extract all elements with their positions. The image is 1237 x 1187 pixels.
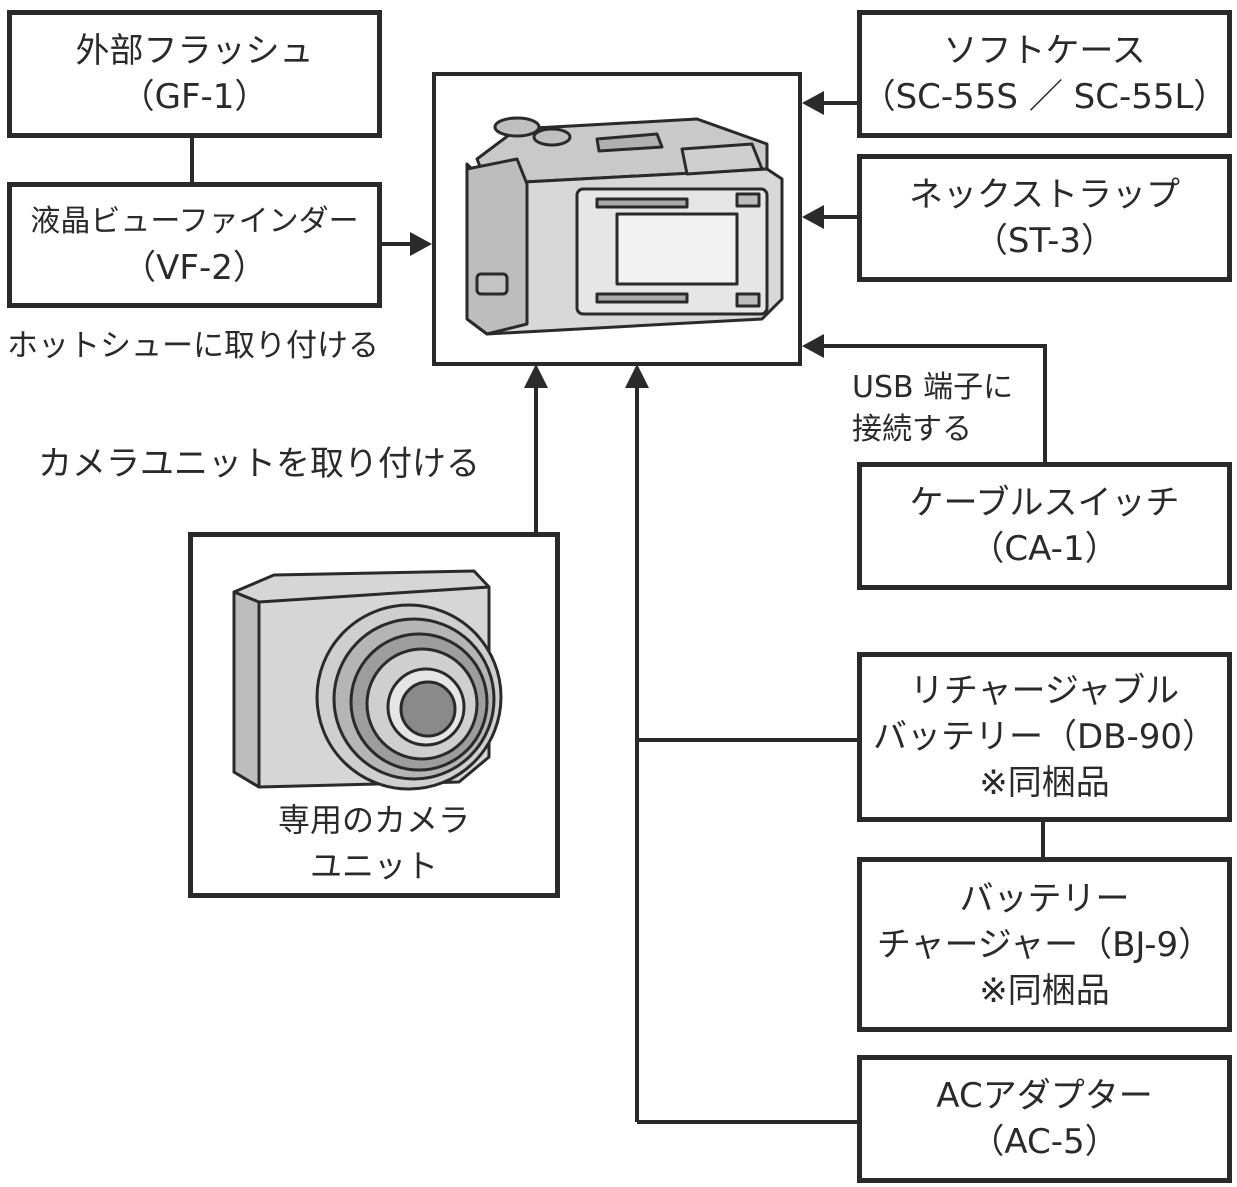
acadapter-name: ACアダプター [936,1076,1153,1116]
camera-unit-box: 専用のカメラ ユニット [188,532,560,898]
usb-label-line1: USB 端子に [852,370,1014,405]
softcase-model: （SC-55S ／ SC-55L） [861,77,1228,117]
arrowhead-power [625,364,649,388]
viewfinder-name: 液晶ビューファインダー [30,204,359,239]
camera-body-frame [432,72,802,366]
cableswitch-arrow [814,344,1047,462]
arrowhead-cableswitch [802,334,824,358]
battery-name: リチャージャブル [909,671,1180,711]
flash-box: 外部フラッシュ （GF-1） [7,10,382,138]
charger-note: ※同梱品 [979,970,1110,1011]
battery-note: ※同梱品 [979,763,1110,803]
arrowhead-softcase [802,91,824,115]
cableswitch-name: ケーブルスイッチ [909,483,1180,523]
lens-unit-illustration [232,569,503,791]
camera-body-illustration [465,116,784,336]
camera-unit-name-2: ユニット [309,847,438,885]
charger-name: バッテリー [959,878,1130,919]
softcase-name: ソフトケース [943,31,1146,71]
usb-label-line2: 接続する [852,412,972,447]
neckstrap-model: （ST-3） [973,221,1116,261]
arrowhead-viewfinder [410,232,432,256]
viewfinder-box: 液晶ビューファインダー （VF-2） [7,182,382,308]
acadapter-model: （AC-5） [970,1122,1119,1162]
charger-box: バッテリー チャージャー（BJ-9） ※同梱品 [857,857,1232,1032]
arrowhead-cameraunit [524,364,548,388]
neckstrap-box: ネックストラップ （ST-3） [857,154,1232,282]
arrowhead-neckstrap [802,205,824,229]
battery-box: リチャージャブル バッテリー（DB-90） ※同梱品 [857,652,1232,822]
attach-unit-label: カメラユニットを取り付ける [38,444,480,484]
cableswitch-model: （CA-1） [970,529,1119,569]
battery-model: バッテリー（DB-90） [872,717,1217,757]
hotshoe-label: ホットシューに取り付ける [7,328,379,364]
softcase-box: ソフトケース （SC-55S ／ SC-55L） [857,10,1232,138]
flash-model: （GF-1） [120,77,269,117]
neckstrap-name: ネックストラップ [909,175,1180,215]
cableswitch-box: ケーブルスイッチ （CA-1） [857,462,1232,590]
acadapter-box: ACアダプター （AC-5） [857,1055,1232,1183]
charger-model: チャージャー（BJ-9） [876,924,1213,965]
flash-name: 外部フラッシュ [75,31,314,71]
viewfinder-model: （VF-2） [122,248,267,288]
camera-unit-name: 専用のカメラ [277,801,470,839]
